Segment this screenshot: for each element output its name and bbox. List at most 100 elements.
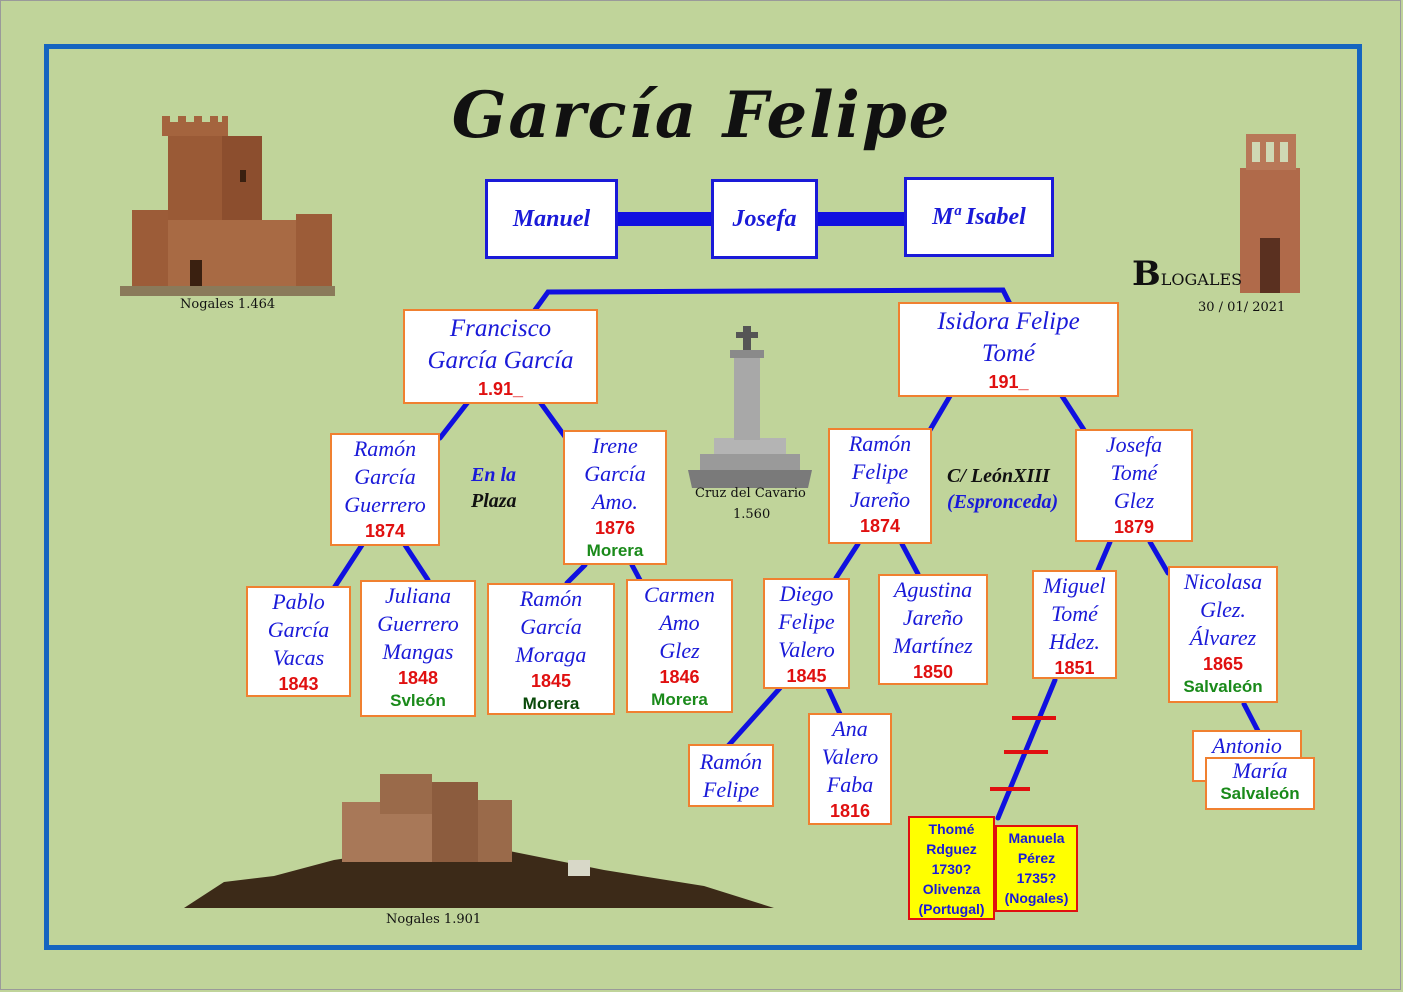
pablo-line2: García <box>267 617 330 642</box>
person-ramon-felipe-jareno: Ramón Felipe Jareño 1874 <box>828 428 932 544</box>
blog-date: 30 / 01/ 2021 <box>1198 300 1286 315</box>
antonio-line1: Antonio <box>1212 733 1282 758</box>
person-manuela: Manuela Pérez 1735? (Nogales) <box>995 825 1078 912</box>
person-josefa: Josefa <box>711 179 818 259</box>
person-pablo: Pablo García Vacas 1843 <box>246 586 351 697</box>
connector-ramon-pablo <box>331 542 365 591</box>
ramon-fj-year: 1874 <box>859 516 901 536</box>
manuela-line2: Pérez <box>1017 850 1056 866</box>
ramon-gm-line1: Ramón <box>519 586 583 611</box>
person-josefa-tome-glez: Josefa Tomé Glez 1879 <box>1075 429 1193 542</box>
connector-isi-josefa <box>1059 393 1087 433</box>
person-carmen: Carmen Amo Glez 1846 Morera <box>626 579 733 713</box>
church-illustration <box>1240 134 1300 293</box>
connector-irene-carmen <box>629 562 643 583</box>
ana-year: 1816 <box>829 801 871 821</box>
manuela-line4: (Nogales) <box>1004 890 1069 906</box>
ramon-gm-line3: Moraga <box>515 642 587 667</box>
person-isidora: Isidora Felipe Tomé 191_ <box>898 302 1119 397</box>
isidora-year: 191_ <box>988 372 1029 392</box>
diego-line3: Valero <box>778 637 835 662</box>
thome-line3: 1730? <box>931 861 972 877</box>
francisco-line2: García García <box>427 347 574 374</box>
person-miguel: Miguel Tomé Hdez. 1851 <box>1032 570 1117 679</box>
juliana-line3: Mangas <box>382 639 454 664</box>
castle-illustration <box>120 116 335 296</box>
nicolasa-line1: Nicolasa <box>1183 569 1263 594</box>
irene-line1: Irene <box>592 433 638 458</box>
connector-josefa-miguel <box>1095 539 1113 573</box>
ramon-gg-line1: Ramón <box>353 436 417 461</box>
person-juliana: Juliana Guerrero Mangas 1848 Svleón <box>360 580 476 717</box>
agustina-line2: Jareño <box>902 605 964 630</box>
plaza-note: En la Plaza <box>471 462 517 514</box>
connector-couple <box>532 287 1013 313</box>
maria-place: Salvaleón <box>1220 784 1300 803</box>
juliana-year: 1848 <box>397 668 439 688</box>
connector-nicolasa-antonio <box>1241 701 1261 734</box>
ramon-gm-place: Morera <box>522 694 580 713</box>
irene-place: Morera <box>586 541 644 560</box>
thome-line2: Rdguez <box>926 841 977 857</box>
thome-line5: (Portugal) <box>918 901 985 917</box>
cross-monument-illustration <box>688 326 812 488</box>
josefa-tg-line2: Tomé <box>1110 460 1158 485</box>
person-manuel: Manuel <box>485 179 618 259</box>
agustina-line3: Martínez <box>893 633 973 658</box>
connector-ramon-diego <box>833 541 861 581</box>
juliana-line2: Guerrero <box>377 611 459 636</box>
josefa-tg-line1: Josefa <box>1105 432 1163 457</box>
person-maria: María Salvaleón <box>1205 757 1315 810</box>
plaza-note-line2: Plaza <box>471 490 517 512</box>
hill-castle-illustration <box>184 774 774 908</box>
person-ramon-garcia-guerrero: Ramón García Guerrero 1874 <box>330 433 440 546</box>
ramon-f-line1: Ramón <box>699 749 763 774</box>
person-manuel-name: Manuel <box>512 206 591 232</box>
carmen-line1: Carmen <box>644 582 715 607</box>
pablo-line3: Vacas <box>272 645 325 670</box>
connector-ramon-juliana <box>402 542 431 583</box>
ramon-f-line2: Felipe <box>702 777 760 802</box>
blog-initial: B <box>1132 254 1161 294</box>
miguel-line3: Hdez. <box>1049 629 1100 654</box>
agustina-line1: Agustina <box>893 577 973 602</box>
carmen-place: Morera <box>651 690 708 709</box>
diego-line2: Felipe <box>778 609 835 634</box>
juliana-place: Svleón <box>390 691 446 710</box>
street-note: C/ LeónXIII (Espronceda) <box>947 463 1058 515</box>
diego-line1: Diego <box>779 581 834 606</box>
connector-fran-irene <box>537 399 569 441</box>
pablo-line1: Pablo <box>272 589 325 614</box>
ana-line2: Valero <box>821 744 879 769</box>
carmen-year: 1846 <box>659 667 700 687</box>
ramon-gm-line2: García <box>520 614 582 639</box>
person-josefa-name: Josefa <box>732 206 797 232</box>
ramon-fj-line3: Jareño <box>849 487 911 512</box>
thome-line4: Olivenza <box>922 881 981 897</box>
connector-isi-ramon <box>927 393 953 433</box>
blue-frame <box>44 44 1362 950</box>
nicolasa-place: Salvaleón <box>1183 677 1263 696</box>
person-francisco: Francisco García García 1.91_ <box>403 309 598 404</box>
page-title: García Felipe <box>451 78 952 153</box>
person-nicolasa: Nicolasa Glez. Álvarez 1865 Salvaleón <box>1168 566 1278 703</box>
nicolasa-line3: Álvarez <box>1189 625 1257 650</box>
connector-josefa-nicolasa <box>1147 539 1171 576</box>
person-diego: Diego Felipe Valero 1845 <box>763 578 850 689</box>
isidora-line2: Tomé <box>981 340 1036 367</box>
castle-caption: Nogales 1.464 <box>180 297 276 312</box>
irene-line2: García <box>584 461 646 486</box>
connector-diego-ana <box>825 685 843 717</box>
person-ana: Ana Valero Faba 1816 <box>808 713 892 825</box>
plaza-note-line1: En la <box>471 464 517 486</box>
carmen-line2: Amo <box>659 610 700 635</box>
irene-year: 1876 <box>594 518 636 538</box>
connector-miguel-ancestors <box>995 677 1058 821</box>
miguel-line1: Miguel <box>1043 573 1106 598</box>
street-note-line1: C/ LeónXIII <box>947 465 1050 487</box>
ramon-fj-line2: Felipe <box>851 459 909 484</box>
francisco-line1: Francisco <box>449 315 552 342</box>
cross-caption-year: 1.560 <box>733 507 771 522</box>
maria-line1: María <box>1232 758 1288 783</box>
